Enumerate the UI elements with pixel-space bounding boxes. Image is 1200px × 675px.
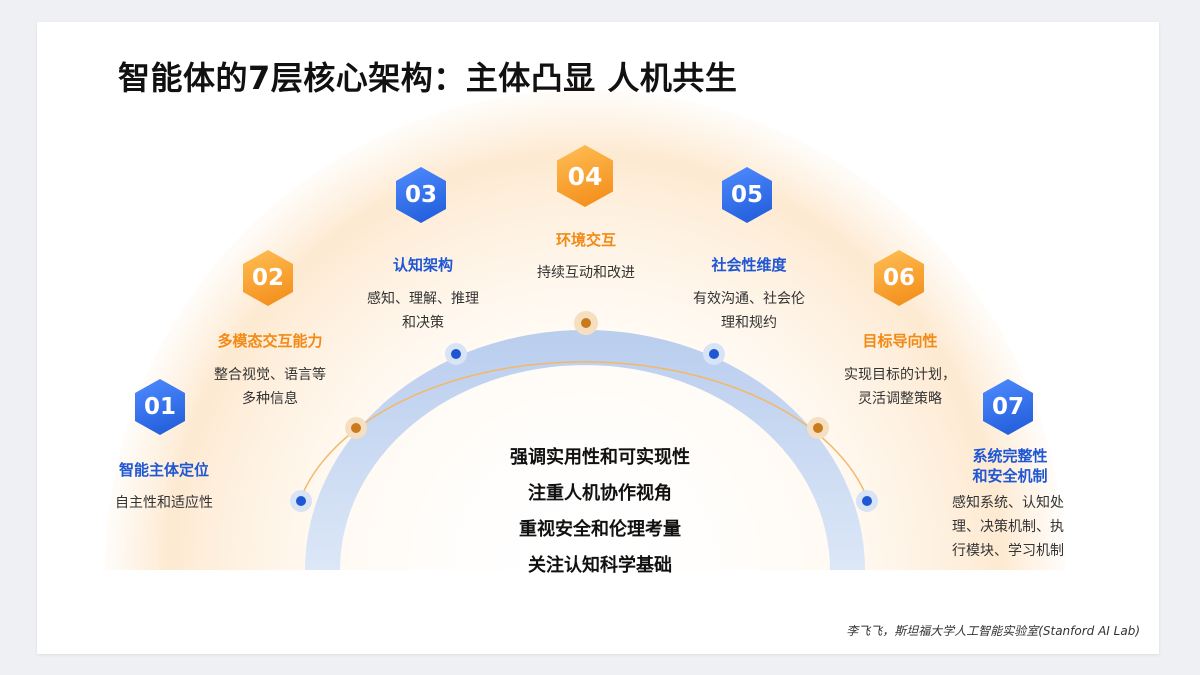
credit-line: 李飞飞，斯坦福大学人工智能实验室(Stanford AI Lab) xyxy=(846,624,1140,638)
layer-02-badge: 02 xyxy=(243,250,293,306)
marker-01 xyxy=(290,490,312,512)
layer-07-label: 系统完整性 和安全机制 xyxy=(972,446,1047,486)
marker-04 xyxy=(574,311,598,335)
layer-03-desc: 感知、理解、推理 和决策 xyxy=(367,287,479,335)
layer-01-desc-line: 自主性和适应性 xyxy=(115,495,213,511)
layer-07-desc-line: 理、决策机制、执 xyxy=(952,519,1064,535)
layer-05-desc-line: 理和规约 xyxy=(721,315,777,331)
layer-06-desc-line: 实现目标的计划， xyxy=(844,367,956,383)
layer-03-desc-line: 和决策 xyxy=(402,315,444,331)
layer-07-label-line: 系统完整性 xyxy=(972,447,1048,465)
layer-06-label: 目标导向性 xyxy=(862,332,938,350)
center-point: 强调实用性和可实现性 xyxy=(510,447,690,468)
layer-02-desc-line: 整合视觉、语言等 xyxy=(214,367,326,383)
marker-03 xyxy=(445,343,467,365)
layer-07-label-line: 和安全机制 xyxy=(972,467,1048,485)
layer-05-desc: 有效沟通、社会伦 理和规约 xyxy=(693,287,805,335)
layer-07-desc-line: 行模块、学习机制 xyxy=(952,543,1064,559)
blue-arc-band xyxy=(305,330,865,570)
layer-03-label: 认知架构 xyxy=(392,256,454,274)
layer-04-label: 环境交互 xyxy=(555,231,617,249)
center-points: 强调实用性和可实现性 注重人机协作视角 重视安全和伦理考量 关注认知科学基础 xyxy=(510,440,690,584)
layer-06-desc-line: 灵活调整策略 xyxy=(858,391,942,407)
layer-01-desc: 自主性和适应性 xyxy=(115,491,213,515)
layer-05-desc-line: 有效沟通、社会伦 xyxy=(693,291,805,307)
layer-01-badge: 01 xyxy=(135,379,185,435)
layer-02-desc-line: 多种信息 xyxy=(242,391,298,407)
layer-06-desc: 实现目标的计划， 灵活调整策略 xyxy=(844,363,956,411)
layer-01-label: 智能主体定位 xyxy=(118,461,210,479)
layer-02-label: 多模态交互能力 xyxy=(217,332,323,350)
layer-02-desc: 整合视觉、语言等 多种信息 xyxy=(214,363,326,411)
marker-02 xyxy=(345,417,367,439)
layer-03-desc-line: 感知、理解、推理 xyxy=(367,291,479,307)
marker-05 xyxy=(703,343,725,365)
layer-03-badge: 03 xyxy=(396,167,446,223)
layer-05-label: 社会性维度 xyxy=(711,256,787,274)
layer-07-desc: 感知系统、认知处 理、决策机制、执 行模块、学习机制 xyxy=(952,491,1064,563)
center-point: 关注认知科学基础 xyxy=(528,555,672,576)
arc-markers xyxy=(290,311,878,512)
marker-07 xyxy=(856,490,878,512)
layer-04-desc: 持续互动和改进 xyxy=(537,261,635,285)
marker-06 xyxy=(807,417,829,439)
layer-07-desc-line: 感知系统、认知处 xyxy=(952,495,1064,511)
center-point: 重视安全和伦理考量 xyxy=(519,519,681,540)
page-title: 智能体的7层核心架构：主体凸显 人机共生 xyxy=(118,59,738,97)
center-point: 注重人机协作视角 xyxy=(528,483,672,504)
layer-04-desc-line: 持续互动和改进 xyxy=(537,265,635,281)
